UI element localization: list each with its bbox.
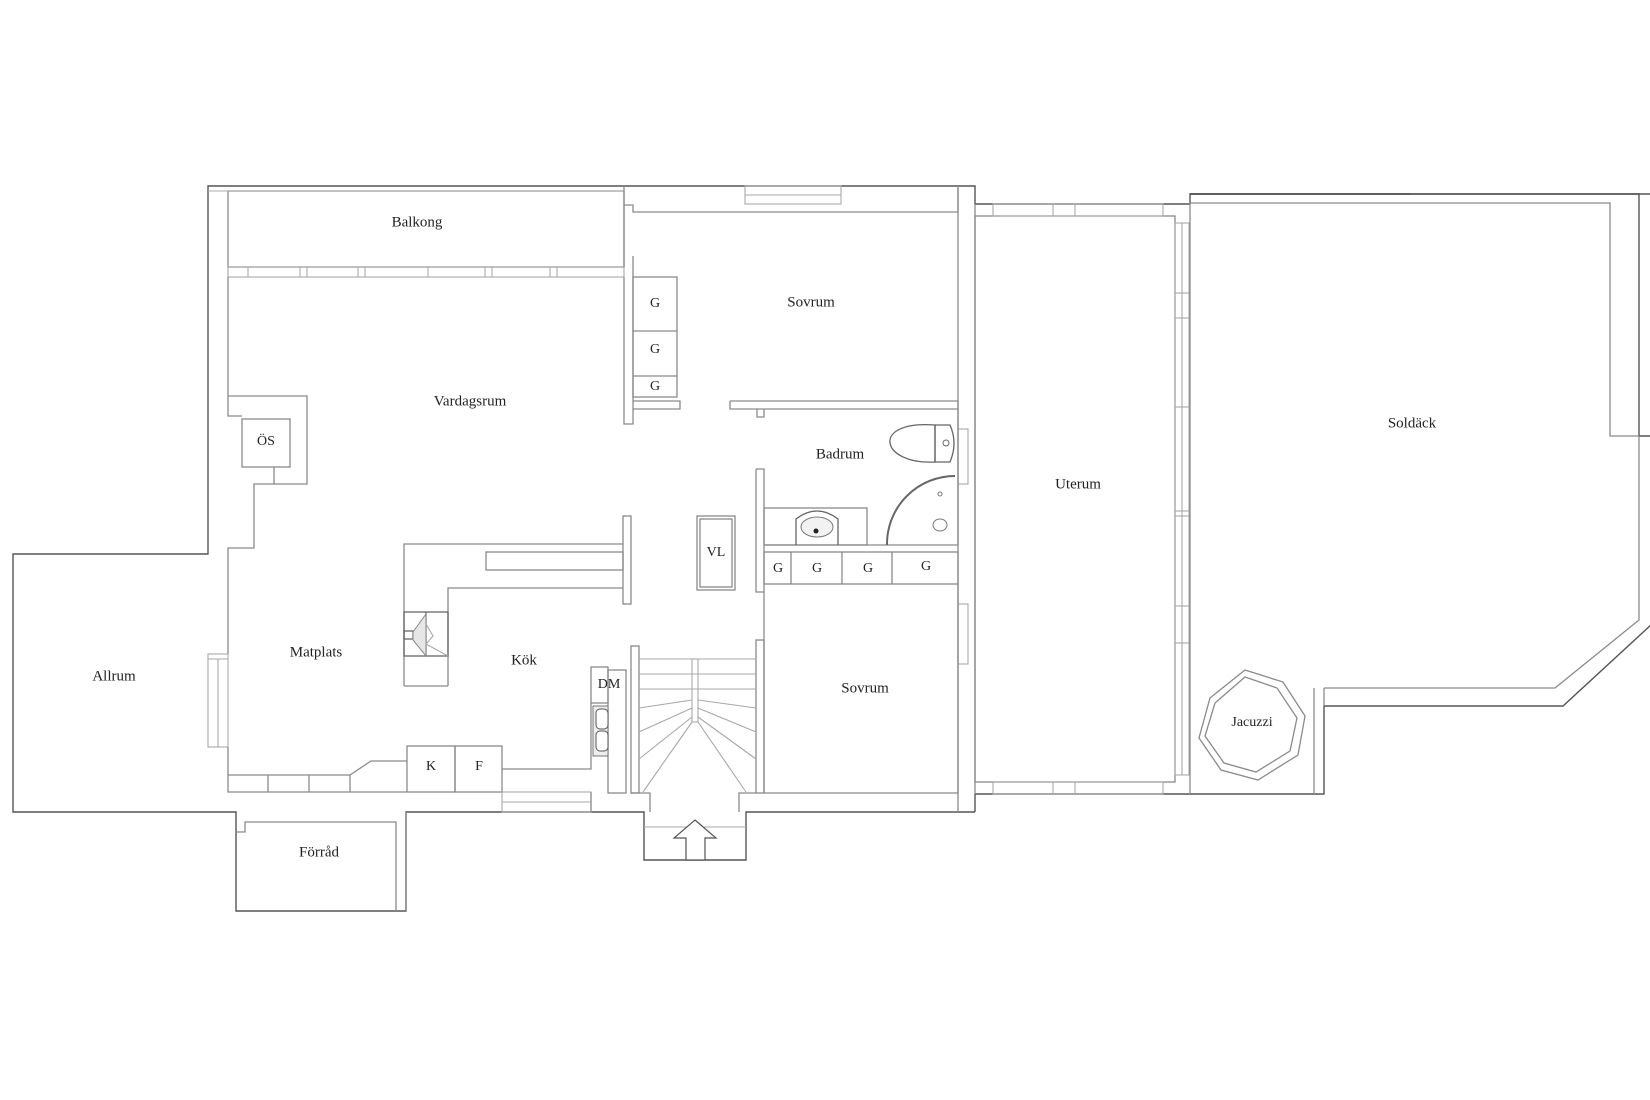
toilet-icon [889,424,955,463]
room-label-matplats: Matplats [290,644,343,660]
fixture-label-dm: DM [598,677,621,692]
wardrobe-label: G [921,559,931,574]
room-label-balkong: Balkong [392,214,443,230]
room-sovrum-top: G G G Sovrum [623,185,959,425]
wardrobe-label: G [650,296,660,311]
room-balkong: Balkong [208,190,625,278]
fixture-label-fridge: K [426,759,436,774]
room-allrum: Allrum [92,668,136,684]
room-sovrum-bottom: Sovrum [763,584,969,794]
room-label-jacuzzi: Jacuzzi [1231,715,1272,730]
wardrobe-row: G G G G [763,551,959,585]
room-forrad: Förråd [236,812,407,911]
room-label-allrum: Allrum [92,668,136,684]
wardrobe-label: G [650,379,660,394]
room-label-soldack: Soldäck [1388,415,1437,431]
tiled-stove [241,418,291,468]
room-label-badrum: Badrum [816,446,865,462]
room-label-kok: Kök [511,652,537,668]
room-label-forrad: Förråd [299,844,339,860]
staircase-icon [631,639,765,812]
fixture-label-vl: VL [707,545,726,560]
room-label-uterum: Uterum [1055,476,1101,492]
wardrobe-label: G [812,561,822,576]
fireplace-icon [403,611,449,658]
entrance-arrow-icon[interactable] [644,819,746,861]
jacuzzi-icon: Jacuzzi [1198,669,1306,781]
fixture-label-os: ÖS [257,432,275,449]
shower-icon [885,475,956,546]
sink-icon [795,510,839,545]
wardrobe-label: G [863,561,873,576]
room-uterum: Uterum [974,203,1190,795]
room-label-sovrum-bottom: Sovrum [841,680,889,696]
wardrobe-label: G [773,561,783,576]
water-heater: VL [696,515,736,591]
wardrobe-label: G [650,342,660,357]
room-kok: DM K F Kök [403,515,640,794]
room-vardagsrum: ÖS Vardagsrum [227,277,507,554]
room-matplats: Matplats [207,554,592,813]
room-label-vardagsrum: Vardagsrum [434,393,507,409]
room-soldack: Soldäck [1189,193,1650,795]
kitchen-sink-icon [592,705,609,757]
room-label-sovrum-top: Sovrum [787,294,835,310]
fixture-label-freezer: F [475,759,483,774]
